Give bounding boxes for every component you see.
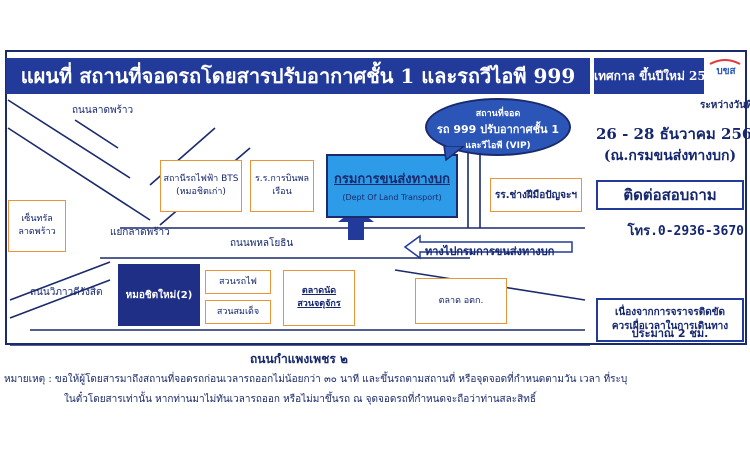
contact-phone[interactable]: โทร.0-2936-3670 — [627, 224, 744, 239]
road-ladprao-label: ถนนลาดพร้าว — [72, 105, 134, 116]
notice-line-1: เนื่องจากการจราจรติดขัด — [614, 307, 726, 318]
event-location: (ณ.กรมขนส่งทางบก) — [603, 148, 737, 164]
ladprao-road-upper — [7, 127, 151, 221]
landmark-ortorkor: ตลาด อตก. — [415, 278, 507, 324]
jj-market-line-1: ตลาดนัด — [301, 286, 337, 296]
jj-market-line-2: สวนจตุจักร — [297, 299, 341, 309]
notice-line-2: ควรเผื่อเวลาในการเดินทาง — [611, 321, 729, 332]
between-dates-label: ระหว่างวันที่ — [700, 100, 750, 111]
road-phahon-label: ถนนพหลโยธิน — [230, 238, 294, 249]
traffic-notice: เนื่องจากการจราจรติดขัด ควรเผื่อเวลาในกา… — [596, 298, 744, 342]
event-dates: 26 - 28 ธันวาคม 2562 — [596, 125, 750, 143]
bubble-line-1: สถานที่จอด — [475, 109, 521, 119]
landmark-train-park: สวนรถไฟ — [205, 270, 271, 294]
bubble-pointer-icon — [443, 146, 466, 162]
junction-ladprao-label: แยกลาดพร้าว — [110, 227, 170, 238]
bubble-line-2: รถ 999 ปรับอากาศชั้น 1 — [436, 123, 560, 136]
road-vibhavadi-label: ถนนวิภาวดีรังสิต — [30, 287, 103, 298]
footer-note-line-2: ในตั๋วโดยสารเท่านั้น หากท่านมาไม่ทันเวลา… — [64, 394, 536, 405]
landmark-mochit2: หมอชิตใหม่(2) — [118, 264, 200, 326]
landmark-jj-market: ตลาดนัด สวนจตุจักร — [283, 270, 355, 326]
landmark-bts-station: สถานีรถไฟฟ้า BTS (หมอชิตเก่า) — [160, 160, 242, 212]
map-frame — [5, 50, 747, 345]
landmark-central-ladprao: เซ็นทรัล ลาดพร้าว — [8, 200, 66, 252]
bubble-line-3: และวีไอพี (VIP) — [465, 141, 531, 151]
landmark-dlt: กรมการขนส่งทางบก (Dept Of Land Transport… — [326, 154, 458, 218]
arrow-to-dlt-label: ทางไปกรมการขนส่งทางบก — [425, 245, 555, 258]
festival-period: เทศกาล ขึ้นปีใหม่ 2563 — [594, 58, 722, 94]
landmark-tot-school: ร.ร.การบินพล เรือน — [250, 160, 314, 212]
contact-title: ติดต่อสอบถาม — [596, 180, 744, 210]
bks-logo-text: บขส — [716, 66, 736, 77]
footer-note: หมายเหตุ : ขอให้ผู้โดยสารมาถึงสถานที่จอด… — [4, 370, 746, 410]
dlt-name-en: (Dept Of Land Transport) — [342, 193, 442, 202]
landmark-queen-park: สวนสมเด็จ — [205, 300, 271, 324]
parking-bubble: สถานที่จอด รถ 999 ปรับอากาศชั้น 1 และวีไ… — [425, 98, 571, 156]
bks-logo-icon — [709, 59, 741, 65]
road-kamphaeng-label: ถนนกำแพงเพชร ๒ — [250, 352, 348, 366]
landmark-craft-school: รร.ช่างฝีมือปัญจะฯ — [490, 178, 582, 212]
map-title: แผนที่ สถานที่จอดรถโดยสารปรับอากาศชั้น 1… — [6, 58, 590, 94]
ladprao-road-lower — [7, 99, 131, 179]
dlt-name-th: กรมการขนส่งทางบก — [334, 172, 450, 187]
notice-line-3: ประมาณ 2 ชม. — [631, 327, 709, 340]
footer-note-line-1: หมายเหตุ : ขอให้ผู้โดยสารมาถึงสถานที่จอด… — [4, 374, 628, 385]
left-arrow-icon — [403, 234, 573, 260]
